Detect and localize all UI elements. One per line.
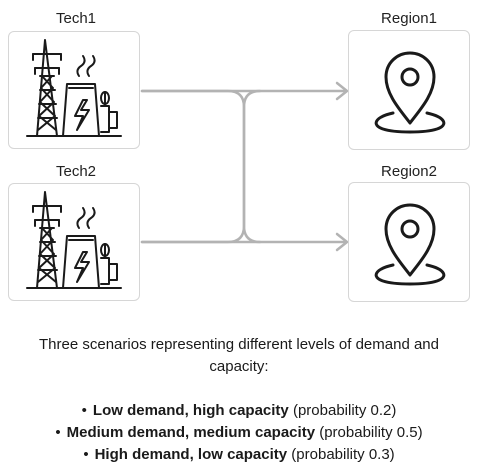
map-pin-icon	[374, 203, 446, 286]
label-region1: Region1	[381, 10, 437, 27]
power-plant-icon	[26, 191, 122, 289]
label-region2: Region2	[381, 163, 437, 180]
label-tech1: Tech1	[55, 10, 97, 27]
arrowhead-region2	[335, 232, 349, 252]
node-tech2[interactable]	[8, 183, 140, 301]
node-region1[interactable]	[348, 30, 470, 150]
map-pin-icon	[374, 51, 446, 134]
node-region2[interactable]	[348, 182, 470, 302]
scenario-probability: (probability 0.2)	[292, 402, 397, 419]
bullet-icon: •	[81, 402, 87, 419]
edge-tech1-region2	[140, 89, 262, 244]
arrowhead-region1	[335, 81, 349, 101]
caption: Three scenarios representing different l…	[0, 334, 478, 378]
power-plant-icon	[26, 39, 122, 137]
node-tech1[interactable]	[8, 31, 140, 149]
caption-text: Three scenarios representing different l…	[39, 336, 439, 375]
scenario-name: Low demand, high capacity	[92, 402, 289, 419]
bullet-icon: •	[55, 424, 61, 441]
scenario-probability: (probability 0.3)	[291, 446, 395, 463]
list-item: • High demand, low capacity (probability …	[0, 444, 478, 466]
list-item: • Medium demand, medium capacity (probabi…	[0, 422, 478, 444]
bullet-icon: •	[83, 446, 89, 463]
label-tech2: Tech2	[55, 163, 97, 180]
scenario-name: High demand, low capacity	[94, 446, 288, 463]
scenario-probability: (probability 0.5)	[319, 424, 423, 441]
scenario-name: Medium demand, medium capacity	[66, 424, 316, 441]
edge-tech2-region1	[140, 89, 262, 244]
list-item: • Low demand, high capacity (probability …	[0, 400, 478, 422]
connector-lines	[140, 81, 349, 252]
scenario-list: • Low demand, high capacity (probability …	[0, 400, 478, 466]
